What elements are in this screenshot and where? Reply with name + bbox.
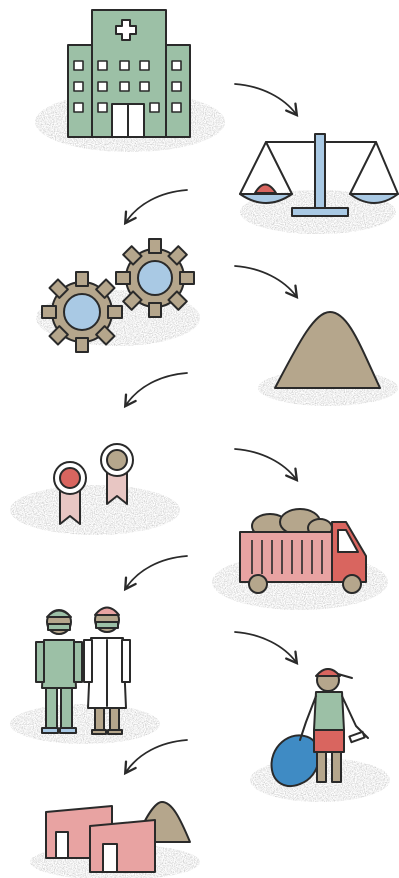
arrow-ribbons-to-truck: [235, 449, 296, 479]
waste-pile-icon: [275, 312, 380, 388]
arrow-pile-to-ribbons: [126, 373, 187, 405]
arrow-truck-to-workers: [126, 556, 187, 588]
hospital-icon: [68, 10, 190, 137]
arrow-hospital-to-scale: [235, 84, 296, 114]
arrow-workers-to-picker: [235, 632, 296, 662]
garbage-truck-icon: [240, 509, 366, 593]
balance-scale-icon: [240, 134, 398, 216]
arrow-gears-to-pile: [235, 266, 296, 296]
arrow-scale-to-gears: [126, 190, 187, 222]
arrow-picker-to-houses: [126, 740, 187, 772]
